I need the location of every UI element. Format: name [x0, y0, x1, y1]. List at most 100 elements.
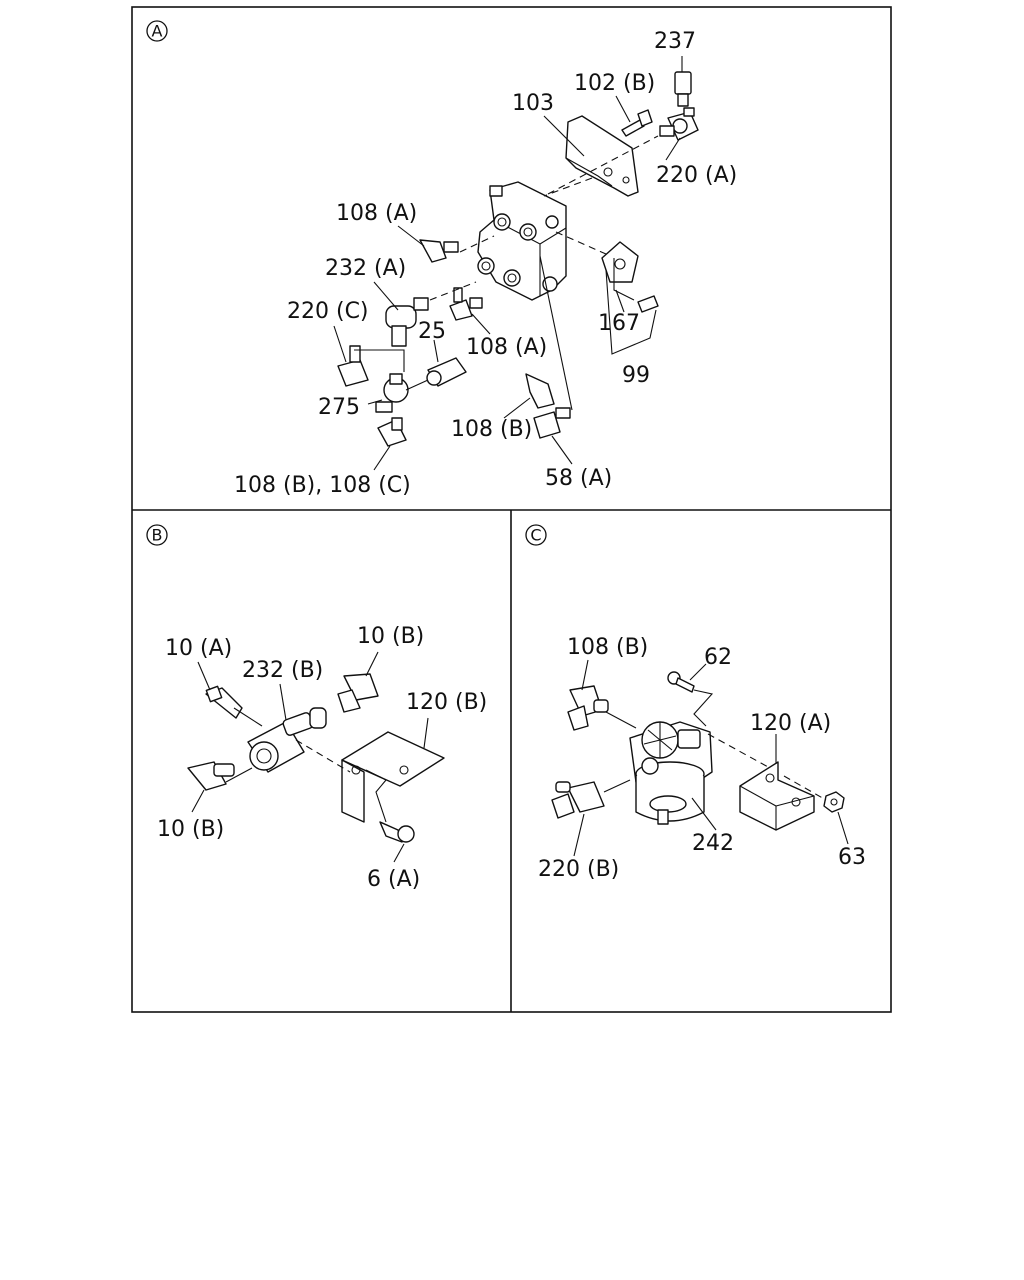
leader-275 — [367, 399, 383, 405]
tee-232b — [247, 707, 327, 773]
air-filter-242 — [629, 721, 713, 825]
label-237: 237 — [654, 29, 696, 54]
fitting-58a — [533, 407, 571, 439]
leader-167 — [615, 289, 625, 313]
tee-220b — [551, 781, 605, 819]
bolt-99 — [637, 295, 659, 313]
check-valve-25 — [426, 357, 467, 387]
label-220a: 220 (A) — [656, 163, 737, 188]
elbow-108b — [525, 373, 555, 409]
bracket-103 — [565, 115, 639, 197]
label-10b-top: 10 (B) — [357, 624, 424, 649]
leader-62 — [689, 663, 707, 681]
label-99: 99 — [622, 363, 650, 388]
leader-220a — [665, 137, 681, 161]
bolt-6a — [379, 821, 415, 843]
section-b-letter: B — [152, 526, 163, 545]
leader-108b-c — [581, 659, 589, 691]
pipe-167-99 — [613, 258, 635, 301]
pipe-220c-275 — [354, 349, 405, 372]
nut-63 — [823, 791, 845, 813]
pipe-bolt-62 — [693, 689, 714, 727]
connector-108a-mid — [449, 287, 483, 321]
label-220b: 220 (B) — [538, 857, 619, 882]
elbow-108b-c — [567, 685, 609, 731]
assembly-line-220a — [547, 135, 659, 195]
label-102b: 102 (B) — [574, 71, 655, 96]
label-108b: 108 (B) — [451, 417, 532, 442]
label-63: 63 — [838, 845, 866, 870]
assembly-line-108a — [459, 235, 495, 253]
bracket-167 — [601, 241, 639, 283]
leader-108bc — [373, 445, 391, 471]
section-c-drawing — [551, 659, 849, 857]
leader-99 — [605, 269, 657, 355]
leader-103 — [543, 115, 585, 157]
tee-220c — [337, 345, 369, 387]
section-marker-b: B — [146, 524, 168, 546]
assembly-line-167 — [555, 231, 607, 255]
section-b-drawing — [187, 651, 445, 863]
assembly-line-232a — [429, 281, 477, 301]
pipe-58a — [539, 255, 573, 411]
label-25: 25 — [418, 319, 446, 344]
label-108a-top: 108 (A) — [336, 201, 417, 226]
label-120b: 120 (B) — [406, 690, 487, 715]
label-10a: 10 (A) — [165, 636, 232, 661]
bolt-102b — [621, 109, 653, 137]
label-232a: 232 (A) — [325, 256, 406, 281]
pipe-bolt-6a — [365, 769, 387, 823]
pipe-10b-bottom — [225, 767, 253, 783]
plug-237 — [674, 71, 692, 107]
leader-25 — [433, 339, 439, 363]
pipe-108b-c — [605, 711, 637, 729]
bracket-120a — [739, 761, 815, 831]
leader-220c — [333, 325, 347, 363]
leader-10a — [197, 661, 211, 691]
leader-58a — [551, 435, 573, 465]
label-232b: 232 (B) — [242, 658, 323, 683]
leader-232a — [373, 281, 399, 311]
leader-102b — [615, 95, 631, 123]
label-58a: 58 (A) — [545, 466, 612, 491]
relay-valve-body — [477, 181, 567, 301]
label-220c: 220 (C) — [287, 299, 369, 324]
label-10b-bottom: 10 (B) — [157, 817, 224, 842]
section-a-letter: A — [152, 22, 163, 41]
connector-10a — [205, 685, 243, 719]
label-108bc: 108 (B), 108 (C) — [234, 473, 411, 498]
leader-6a — [393, 843, 405, 863]
label-242: 242 — [692, 831, 734, 856]
assembly-line-63 — [783, 775, 827, 801]
elbow-10b-top — [337, 673, 379, 713]
tee-fitting-220a — [659, 107, 699, 141]
fitting-275 — [375, 373, 409, 413]
assembly-line-120a — [707, 733, 771, 769]
pipe-275-25 — [405, 379, 429, 391]
pipe-220b — [603, 779, 631, 793]
elbow-10b-bottom — [187, 761, 235, 791]
assembly-line-bracket — [543, 177, 593, 197]
section-marker-c: C — [525, 524, 547, 546]
leader-108b — [503, 397, 531, 419]
leader-232b — [279, 683, 287, 721]
section-c-letter: C — [530, 526, 541, 545]
label-120a: 120 (A) — [750, 711, 831, 736]
leader-63 — [837, 811, 849, 845]
diagram-frame — [131, 6, 892, 1013]
section-a-drawing — [333, 56, 699, 471]
leader-108a-mid — [471, 313, 491, 335]
label-103: 103 — [512, 91, 554, 116]
bolt-62 — [667, 671, 695, 693]
tee-232a — [385, 297, 429, 347]
bracket-120b — [341, 731, 445, 823]
leader-120b — [423, 717, 429, 749]
label-6a: 6 (A) — [367, 867, 420, 892]
leader-242 — [691, 797, 717, 831]
section-marker-a: A — [146, 20, 168, 42]
label-167: 167 — [598, 311, 640, 336]
assembly-line-232b — [295, 739, 351, 773]
leader-10b-bottom — [191, 789, 205, 813]
label-275: 275 — [318, 395, 360, 420]
label-108a-mid: 108 (A) — [466, 335, 547, 360]
